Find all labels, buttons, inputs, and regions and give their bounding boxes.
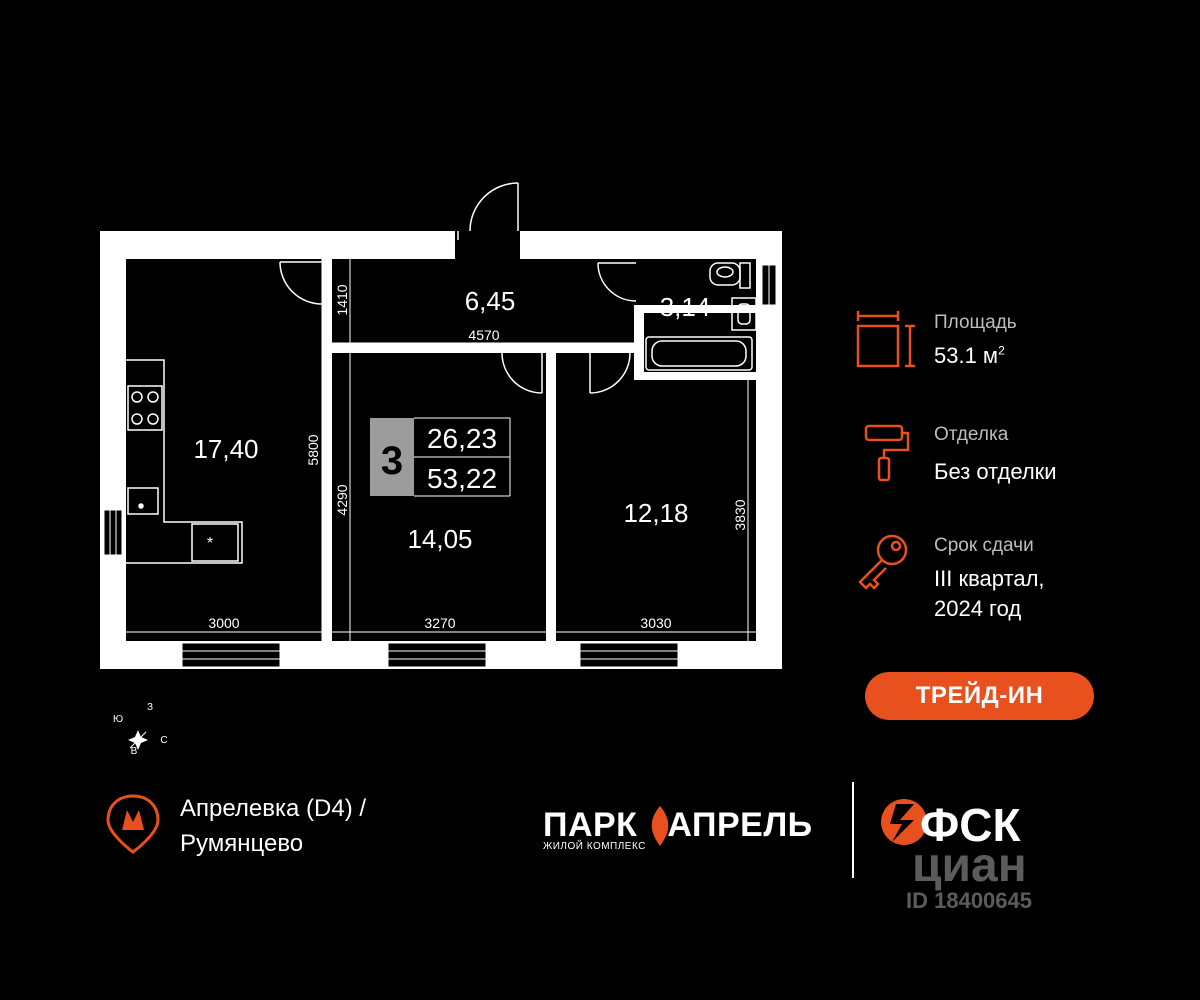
side-window	[103, 509, 123, 556]
room-area-hall: 6,45	[465, 286, 516, 316]
dimension-lines	[126, 259, 756, 641]
park-logo-right: АПРЕЛЬ	[667, 806, 813, 844]
cian-id: ID 18400645	[906, 888, 1032, 913]
term-line1: III квартал,	[934, 566, 1045, 591]
metro-pin-icon	[106, 794, 160, 854]
doors	[279, 182, 637, 394]
area-label: Площадь	[934, 312, 1017, 333]
area-unit-sup: 2	[998, 343, 1005, 358]
dim-1410: 1410	[334, 284, 350, 315]
metro-station-1: Апрелевка (D4) /	[180, 795, 367, 822]
bath-fixtures	[645, 262, 757, 371]
fsk-logo-icon	[881, 799, 927, 845]
badge-living-area: 26,23	[427, 423, 497, 454]
kitchen-counter	[126, 359, 243, 564]
dim-4570: 4570	[468, 327, 499, 343]
dim-5800: 5800	[305, 434, 321, 465]
dim-3030: 3030	[640, 615, 671, 631]
dim-3270: 3270	[424, 615, 455, 631]
paint-roller-icon	[864, 424, 910, 482]
fsk-logo-text: ФСК	[920, 799, 1021, 851]
fridge-icon: *	[207, 535, 213, 552]
apartment-badge	[370, 417, 511, 497]
side-window-right	[761, 264, 777, 306]
metro-station-2: Румянцево	[180, 830, 304, 857]
trade-in-button[interactable]: ТРЕЙД-ИН	[865, 672, 1094, 720]
compass-icon	[128, 730, 148, 750]
compass-n: З	[147, 702, 153, 713]
dim-4290: 4290	[334, 484, 350, 515]
room-area-room1: 14,05	[407, 524, 472, 554]
dim-3000: 3000	[208, 615, 239, 631]
finish-value: Без отделки	[934, 459, 1057, 484]
interior-walls	[322, 259, 756, 641]
leaf-icon	[651, 806, 669, 846]
compass-s: В	[131, 746, 138, 757]
room-area-kitchen: 17,40	[193, 434, 258, 464]
area-icon	[856, 311, 915, 368]
term-line2: 2024 год	[934, 596, 1022, 621]
area-value-text: 53.1 м	[934, 343, 999, 368]
cian-watermark: циан	[912, 839, 1027, 892]
finish-label: Отделка	[934, 424, 1009, 445]
dim-3830: 3830	[732, 499, 748, 530]
compass-e: С	[160, 735, 167, 746]
badge-rooms: 3	[381, 439, 403, 483]
logo-divider	[852, 782, 854, 878]
badge-total-area: 53,22	[427, 463, 497, 494]
room-area-bath: 3,14	[660, 292, 711, 322]
key-icon	[858, 534, 908, 590]
term-label: Срок сдачи	[934, 535, 1034, 556]
area-value: 53.1 м2	[934, 343, 1005, 369]
windows	[181, 642, 679, 668]
park-logo: ПАРК АПРЕЛЬ	[543, 806, 813, 845]
room-area-room2: 12,18	[623, 498, 688, 528]
park-subtitle: ЖИЛОЙ КОМПЛЕКС	[543, 841, 646, 852]
park-logo-left: ПАРК	[543, 806, 638, 844]
compass-w: Ю	[113, 714, 123, 725]
